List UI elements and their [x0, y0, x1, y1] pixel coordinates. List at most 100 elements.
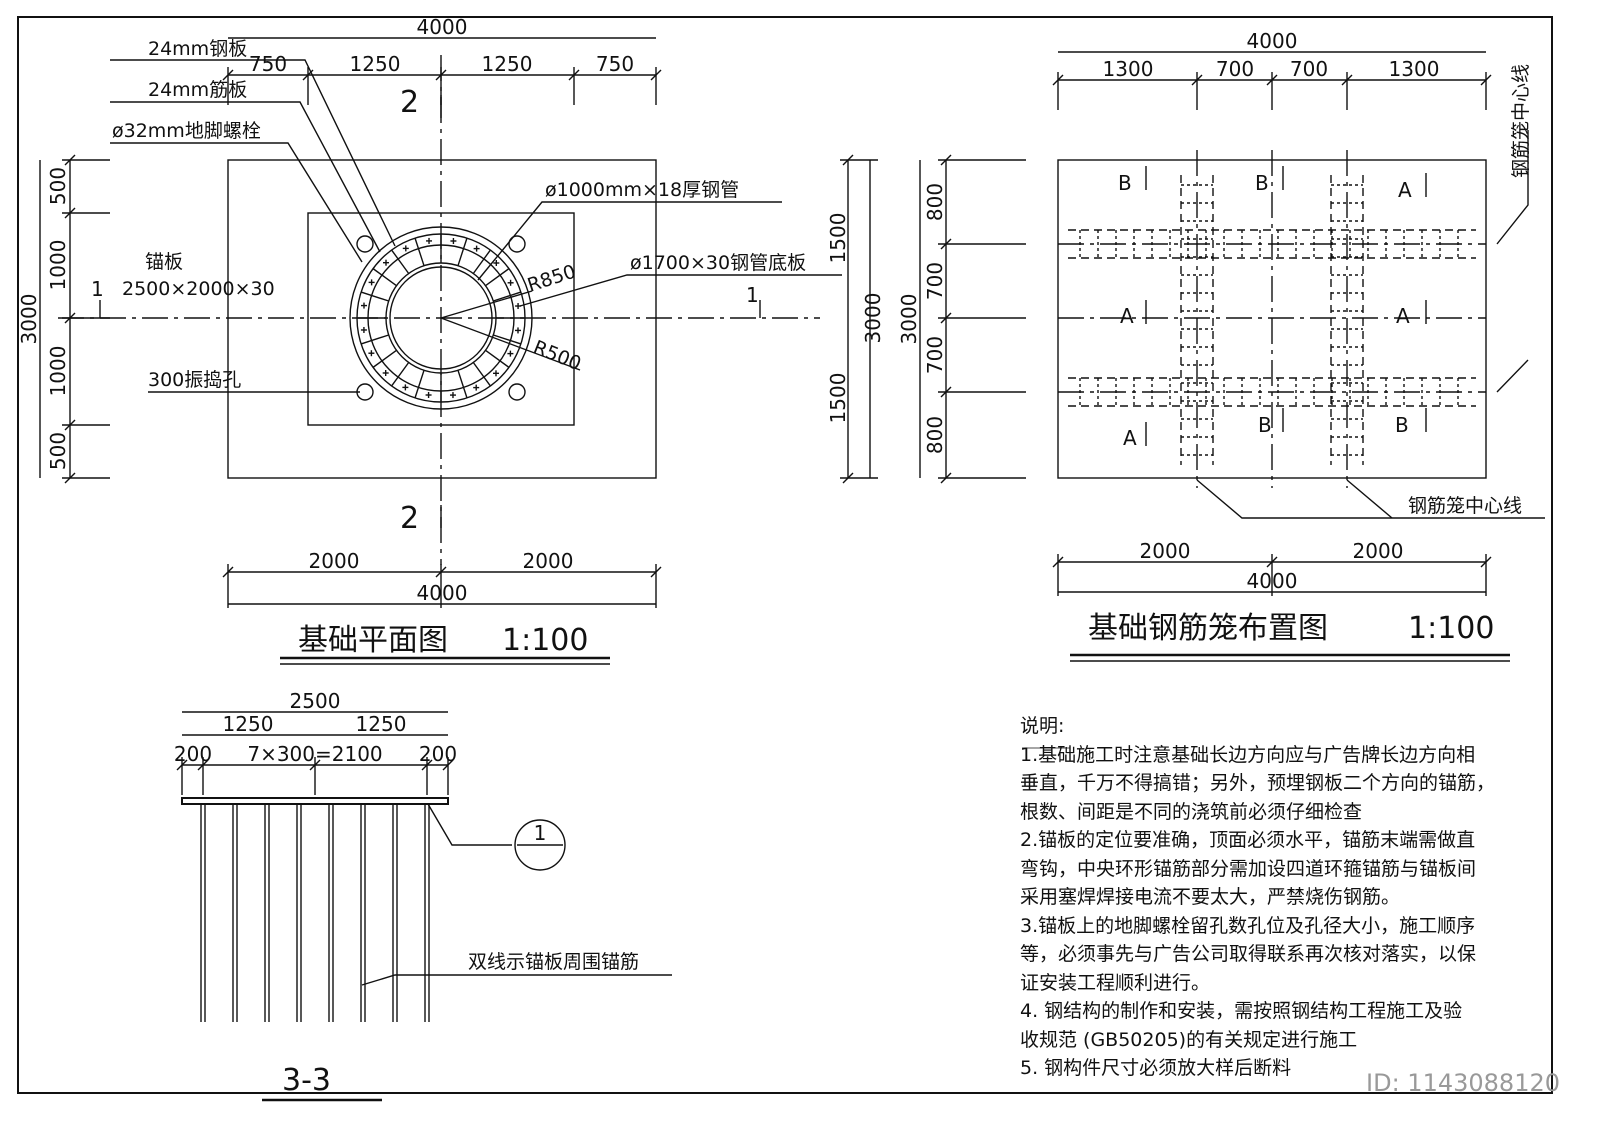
base-plate-circle — [349, 226, 533, 410]
section-2-bottom: 2 — [400, 501, 419, 536]
label-anchor-bars: 双线示锚板周围锚筋 — [468, 951, 639, 973]
cage-layout — [919, 51, 1545, 662]
radius-r500-line — [440, 317, 581, 371]
plan-left-ticks — [62, 154, 110, 484]
cage-dim-left-800-top: 800 — [923, 183, 947, 221]
cage-scale: 1:100 — [1408, 611, 1494, 646]
plan-bottom-ticks — [222, 564, 662, 608]
notes-block: 说明: 1.基础施工时注意基础长边方向应与广告牌长边方向相 垂直，千万不得搞错；… — [1020, 712, 1580, 1083]
leader-anchor-bars — [361, 974, 672, 986]
rib-plate-line — [391, 249, 410, 274]
label-vibration-hole: 300振捣孔 — [148, 369, 241, 391]
plan-title: 基础平面图 — [298, 623, 448, 658]
s33-dim-200-left: 200 — [174, 742, 212, 766]
plan-dim-right-1500-top: 1500 — [826, 213, 850, 264]
cage-dim-top-1300-left: 1300 — [1103, 57, 1154, 81]
section-3-3 — [176, 711, 672, 1102]
vibration-hole — [356, 235, 374, 253]
cage-dim-bottom-2000-left: 2000 — [1140, 539, 1191, 563]
cage-dim-top-total: 4000 — [1247, 29, 1298, 53]
leader-callout — [427, 803, 512, 846]
notes-line: 1.基础施工时注意基础长边方向应与广告牌长边方向相 — [1020, 743, 1476, 766]
plan-dim-top-750-right: 750 — [596, 52, 634, 76]
anchor-plate-section — [181, 797, 449, 805]
vibration-hole — [508, 235, 526, 253]
plan-dim-left-total: 3000 — [17, 294, 41, 345]
rib-plate-line — [414, 237, 425, 266]
leader-steel-plate — [110, 59, 396, 247]
s33-dim-200-right: 200 — [419, 742, 457, 766]
notes-line: 收规范 (GB50205)的有关规定进行施工 — [1020, 1028, 1358, 1051]
notes-line: 根数、间距是不同的浇筑前必须仔细检查 — [1020, 800, 1363, 823]
notes-line: 4. 钢结构的制作和安装，需按照钢结构工程施工及验 — [1020, 1000, 1463, 1022]
s33-title: 3-3 — [282, 1063, 331, 1098]
rib-plate-line — [457, 370, 468, 399]
leader-centerline-vertical-2 — [1496, 359, 1529, 393]
cage-title: 基础钢筋笼布置图 — [1088, 611, 1328, 646]
cage-dim-left-700-top: 700 — [923, 262, 947, 300]
plan-dim-right-1500-bottom: 1500 — [826, 373, 850, 424]
s33-dim-1250-right: 1250 — [356, 712, 407, 736]
plan-dim-top-total: 4000 — [417, 15, 468, 39]
cage-mark-a-bottom-left: A — [1123, 426, 1137, 450]
s33-ticks — [176, 757, 454, 795]
notes-line: 证安装工程顺利进行。 — [1020, 971, 1211, 994]
cage-dim-top-700-right: 700 — [1290, 57, 1328, 81]
leader-centerline-bottom-2 — [1346, 479, 1393, 519]
cage-mark-a-middle-right: A — [1396, 304, 1410, 328]
rib-plates — [357, 234, 525, 402]
label-anchor-bolt: ø32mm地脚螺栓 — [112, 120, 261, 142]
notes-line: 3.锚板上的地脚螺栓留孔数孔位及孔径大小，施工顺序 — [1020, 914, 1476, 937]
notes-line: 采用塞焊焊接电流不要太大，严禁烧伤钢筋。 — [1020, 886, 1401, 908]
plan-top-ticks — [222, 67, 662, 105]
plan-dim-bottom-total: 4000 — [417, 581, 468, 605]
notes-line: 等，必须事先与广告公司取得联系再次核对落实，以保 — [1020, 943, 1477, 965]
cage-dim-left-700-bottom: 700 — [923, 336, 947, 374]
cage-dim-top-700-left: 700 — [1216, 57, 1254, 81]
notes-heading: 说明: — [1020, 715, 1065, 737]
label-r500: R500 — [530, 336, 584, 375]
cage-dim-left-800-bottom: 800 — [923, 416, 947, 454]
section-1-left: 1 — [91, 277, 104, 301]
s33-dim-1250-left: 1250 — [223, 712, 274, 736]
notes-line: 5. 钢构件尺寸必须放大样后断料 — [1020, 1057, 1292, 1079]
cage-left-ticks — [938, 154, 1026, 484]
steel-pipe-inner — [389, 266, 493, 370]
leader-centerline-vertical — [1496, 130, 1529, 245]
foundation-plan — [39, 37, 878, 665]
plan-dim-left-500-top: 500 — [46, 167, 70, 205]
label-steel-plate: 24mm钢板 — [148, 38, 247, 60]
leader-base-plate — [519, 274, 842, 307]
callout-circle — [514, 819, 566, 871]
plan-right-ticks — [840, 154, 878, 484]
plan-dim-top-750-left: 750 — [249, 52, 287, 76]
plan-dim-left-1000-bottom: 1000 — [46, 346, 70, 397]
notes-line: 2.锚板的定位要准确，顶面必须水平，锚筋末端需做直 — [1020, 829, 1476, 851]
rib-plate-line — [391, 362, 410, 387]
rib-plate-line — [493, 334, 522, 345]
rib-plate-line — [485, 349, 510, 368]
anchor-bars — [200, 804, 430, 1022]
cage-bottom-ticks — [1052, 554, 1492, 596]
label-anchor-plate-size: 2500×2000×30 — [122, 278, 275, 300]
cage-bars — [1068, 166, 1476, 465]
section-2-top: 2 — [400, 85, 419, 120]
plan-dim-top-1250-left: 1250 — [350, 52, 401, 76]
radius-r850-line — [440, 290, 533, 319]
rib-plate-line — [372, 268, 397, 287]
cage-dim-bottom-total: 4000 — [1247, 569, 1298, 593]
sheet-border — [17, 16, 1553, 1094]
label-steel-pipe: ø1000mm×18厚钢管 — [545, 179, 739, 201]
rib-plate-line — [485, 268, 510, 287]
plan-scale: 1:100 — [502, 623, 588, 658]
cage-top-ticks — [1052, 72, 1492, 110]
rib-plate-line — [360, 291, 389, 302]
callout-number: 1 — [534, 821, 547, 845]
plan-dim-bottom-2000-left: 2000 — [309, 549, 360, 573]
plan-dim-left-1000-top: 1000 — [46, 240, 70, 291]
s33-dim-total: 2500 — [290, 689, 341, 713]
label-rib-plate: 24mm筋板 — [148, 79, 247, 101]
cage-dim-left-total: 3000 — [897, 294, 921, 345]
rib-plate-line — [472, 362, 491, 387]
